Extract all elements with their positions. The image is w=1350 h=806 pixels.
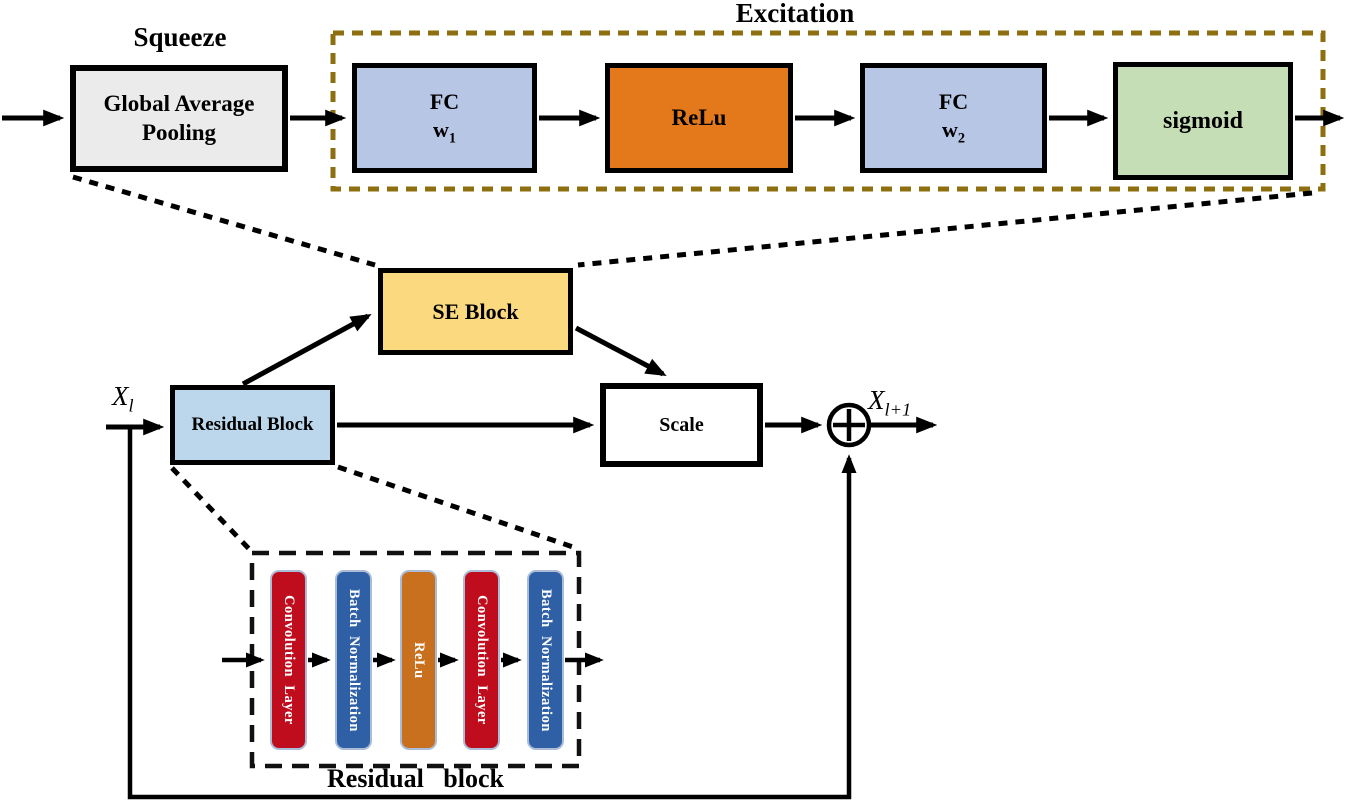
global-average-pooling-box: Global Average Pooling <box>70 65 288 172</box>
fc2-box: FC w2 <box>860 63 1047 173</box>
output-tensor-label: Xl+1 <box>868 385 912 420</box>
squeeze-label: Squeeze <box>133 22 227 52</box>
conv-layer-2-box: Convolution Layer <box>463 570 500 750</box>
output-tensor-sub: l+1 <box>884 399 912 420</box>
gap-label-line2: Pooling <box>141 119 217 145</box>
residual-block-box: Residual Block <box>170 385 335 465</box>
fc1-weight-sub: 1 <box>448 130 457 147</box>
scale-label: Scale <box>659 413 704 436</box>
residual-block-caption: Residual block <box>327 764 504 793</box>
se-block-label: SE Block <box>432 298 519 324</box>
fc1-box: FC w1 <box>352 63 537 173</box>
relu-box: ReLu <box>605 63 793 173</box>
fc2-weight-sub: 2 <box>957 130 966 147</box>
input-tensor-label: Xl <box>112 381 134 416</box>
fc2-weight: w2 <box>941 116 966 147</box>
fc2-label: FC <box>938 89 969 115</box>
relu-label: ReLu <box>671 104 727 130</box>
batch-norm-2-box: Batch Normalization <box>527 570 564 750</box>
skip-connection <box>127 427 857 800</box>
gap-label-line1: Global Average <box>103 90 255 116</box>
se-block-box: SE Block <box>378 268 573 355</box>
residual-block-label: Residual Block <box>191 414 314 436</box>
relu-layer-box: ReLu <box>400 570 437 750</box>
batch-norm-1-box: Batch Normalization <box>335 570 372 750</box>
expansion-connectors <box>72 174 1313 554</box>
scale-box: Scale <box>600 383 763 467</box>
sigmoid-label: sigmoid <box>1162 108 1243 134</box>
conv-layer-1-box: Convolution Layer <box>270 570 307 750</box>
excitation-label: Excitation <box>735 0 855 28</box>
fc1-label: FC <box>429 89 460 115</box>
flow-arrows <box>2 109 1345 436</box>
input-tensor-sub: l <box>128 395 134 416</box>
sum-node-icon <box>826 402 872 448</box>
fc1-weight: w1 <box>432 116 457 147</box>
sigmoid-box: sigmoid <box>1113 62 1293 180</box>
